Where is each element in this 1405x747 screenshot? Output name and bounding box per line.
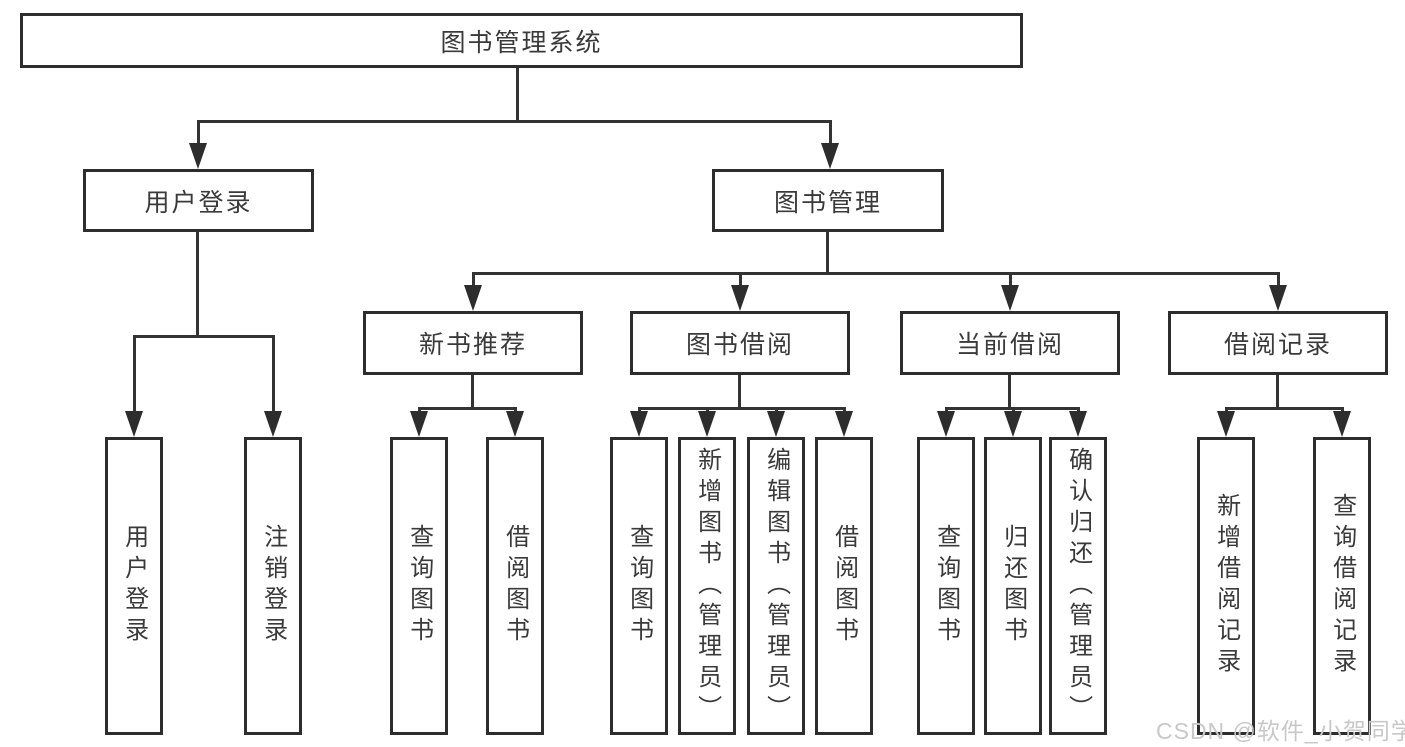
node-borrow-records: 借阅记录: [1168, 311, 1388, 375]
arrow-down-current-query: [937, 407, 955, 437]
arrow-down-records-query: [1333, 407, 1351, 437]
node-user-login: 用户登录: [83, 169, 314, 232]
connector-current-stem: [1008, 375, 1011, 410]
arrow-down-current-borrow: [1001, 272, 1019, 311]
arrow-down-borrow-edit: [767, 407, 785, 437]
connector-borrow-stem: [738, 375, 741, 410]
leaf-user-login: 用户登录: [105, 437, 163, 735]
leaf-current-return-books-label: 归还图书: [999, 524, 1027, 648]
arrow-down-borrow-borrow: [835, 407, 853, 437]
connector-records-rail: [1225, 407, 1344, 410]
arrow-down-current-return: [1004, 407, 1022, 437]
connector-borrow-rail: [638, 407, 846, 410]
leaf-current-return-books: 归还图书: [984, 437, 1042, 735]
node-borrow-records-label: 借阅记录: [1223, 331, 1332, 359]
connector-recommend-stem: [471, 375, 474, 410]
connector-user-login-rail: [133, 335, 275, 338]
leaf-recommend-borrow-books-label: 借阅图书: [501, 524, 529, 648]
leaf-recommend-borrow-books: 借阅图书: [486, 437, 544, 735]
leaf-borrow-add-books-admin-label: 新增图书（管理员）: [693, 446, 721, 726]
node-user-login-label: 用户登录: [144, 188, 253, 217]
leaf-recommend-query-books-label: 查询图书: [405, 524, 433, 648]
node-book-borrow-label: 图书借阅: [685, 331, 794, 359]
watermark: CSDN @软件_小贺同学: [1156, 718, 1405, 744]
connector-root-stem: [516, 68, 519, 123]
arrow-down-borrow-add: [698, 407, 716, 437]
arrow-down-recommend-query: [410, 407, 428, 437]
node-root-label: 图书管理系统: [440, 28, 603, 57]
node-root: 图书管理系统: [20, 13, 1023, 68]
node-current-borrow: 当前借阅: [900, 311, 1120, 375]
leaf-records-add-record: 新增借阅记录: [1197, 437, 1255, 735]
leaf-logout: 注销登录: [244, 437, 302, 735]
node-book-management: 图书管理: [712, 169, 944, 232]
leaf-borrow-borrow-books-label: 借阅图书: [830, 524, 858, 648]
arrow-down-leaf-logout: [264, 335, 282, 437]
connector-level3-rail: [472, 272, 1280, 275]
node-book-borrow: 图书借阅: [630, 311, 850, 375]
leaf-current-query-books: 查询图书: [917, 437, 975, 735]
leaf-records-query-record: 查询借阅记录: [1313, 437, 1371, 735]
leaf-borrow-add-books-admin: 新增图书（管理员）: [678, 437, 736, 735]
node-current-borrow-label: 当前借阅: [955, 331, 1064, 359]
arrow-down-current-confirm: [1069, 407, 1087, 437]
leaf-current-confirm-return-admin: 确认归还（管理员）: [1049, 437, 1107, 735]
arrow-down-recommend-borrow: [506, 407, 524, 437]
arrow-down-new-book-recommend: [464, 272, 482, 311]
connector-records-stem: [1276, 375, 1279, 410]
arrow-down-leaf-login: [125, 335, 143, 437]
arrow-down-book-management: [821, 120, 839, 169]
arrow-down-book-borrow: [731, 272, 749, 311]
arrow-down-records-add: [1217, 407, 1235, 437]
connector-recommend-rail: [418, 407, 517, 410]
leaf-borrow-borrow-books: 借阅图书: [815, 437, 873, 735]
leaf-logout-label: 注销登录: [259, 524, 287, 648]
node-new-book-recommend: 新书推荐: [363, 311, 583, 375]
arrow-down-user-login: [189, 120, 207, 169]
leaf-borrow-edit-books-admin: 编辑图书（管理员）: [747, 437, 805, 735]
leaf-borrow-query-books-label: 查询图书: [625, 524, 653, 648]
connector-user-login-stem: [196, 232, 199, 338]
connector-level2-rail: [197, 120, 832, 123]
leaf-user-login-label: 用户登录: [120, 524, 148, 648]
leaf-current-query-books-label: 查询图书: [932, 524, 960, 648]
leaf-borrow-query-books: 查询图书: [610, 437, 668, 735]
leaf-records-add-record-label: 新增借阅记录: [1212, 493, 1240, 679]
connector-book-management-stem: [826, 232, 829, 275]
node-new-book-recommend-label: 新书推荐: [418, 331, 527, 359]
leaf-borrow-edit-books-admin-label: 编辑图书（管理员）: [762, 446, 790, 726]
leaf-records-query-record-label: 查询借阅记录: [1328, 493, 1356, 679]
arrow-down-borrow-records: [1269, 272, 1287, 311]
node-book-management-label: 图书管理: [773, 188, 882, 217]
leaf-current-confirm-return-admin-label: 确认归还（管理员）: [1064, 446, 1092, 726]
leaf-recommend-query-books: 查询图书: [390, 437, 448, 735]
arrow-down-borrow-query: [630, 407, 648, 437]
